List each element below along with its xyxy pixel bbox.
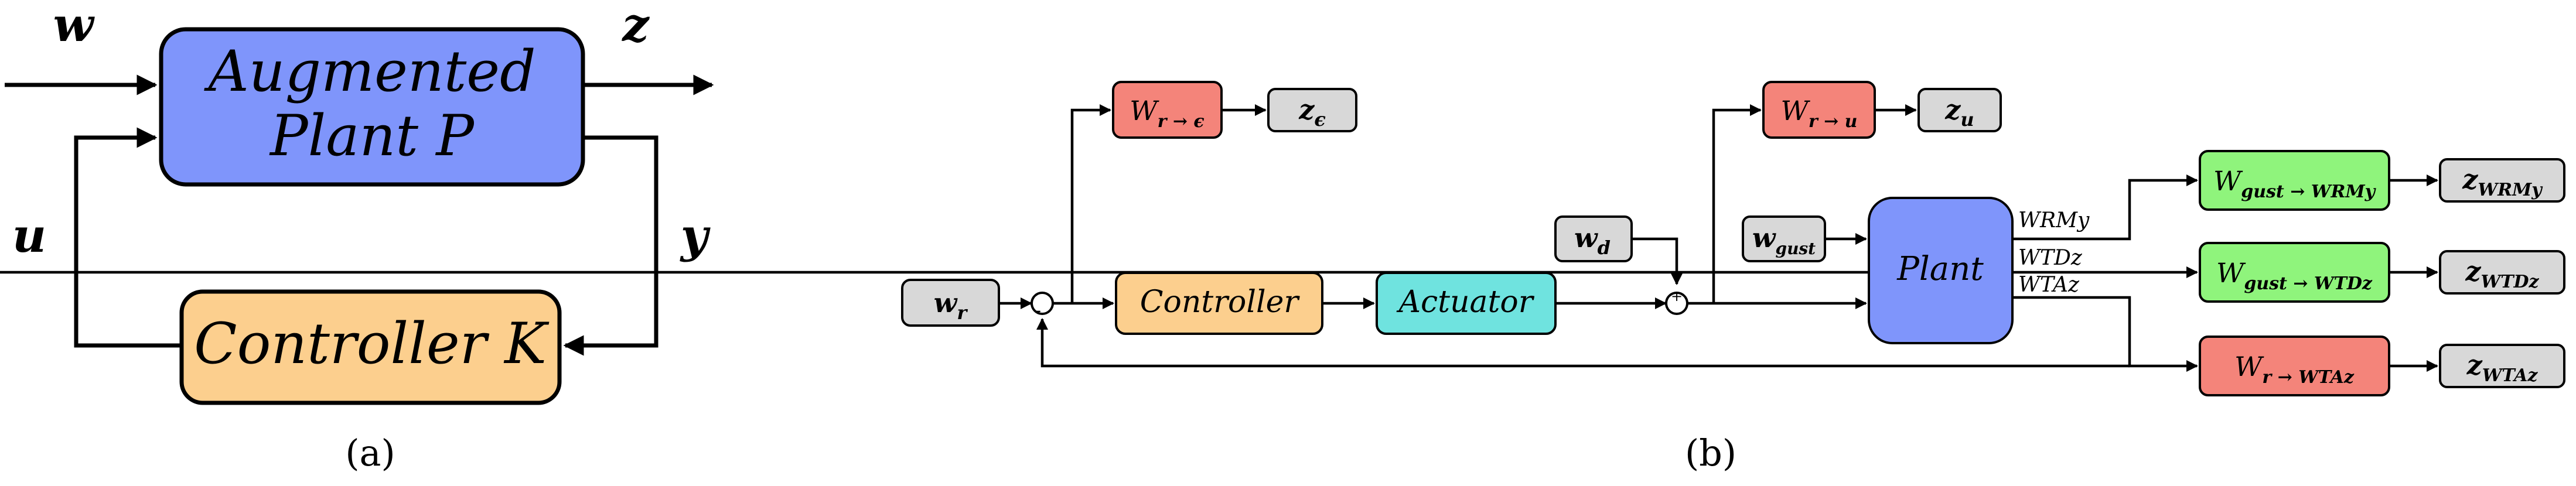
caption-a: (a): [345, 432, 395, 474]
output-z-wtaz-box: [2439, 344, 2565, 388]
weight-gust-to-wrmy-label: Wgust → WRMy: [2213, 165, 2377, 202]
sum-junction-2: [1665, 292, 1688, 315]
weight-gust-to-wtdz-label: Wgust → WTDz: [2216, 257, 2373, 294]
output-z-wtdz-box: [2439, 250, 2565, 295]
signal-y: y: [680, 208, 711, 263]
signal-z: z: [621, 0, 650, 52]
output-z-u-box: [1918, 88, 2002, 132]
arrow-u: [74, 127, 182, 348]
weight-r-to-wtaz-label: Wr → WTAz: [2234, 351, 2355, 388]
weight-r-to-eps-box: [1112, 81, 1223, 139]
connections: [0, 104, 2439, 372]
signal-u: u: [12, 208, 46, 263]
signal-w: w: [53, 0, 95, 52]
plant-output-wrmy: WRMy: [2018, 208, 2090, 232]
weight-r-to-eps-label: Wr → ϵ: [1130, 95, 1204, 132]
input-wr-box: [901, 279, 1000, 327]
sum-junction-1: [1031, 292, 1054, 315]
weight-r-to-u-label: Wr → u: [1781, 95, 1858, 132]
panel-b: wr - Wr → ϵ zϵ Controller Actuator wd + …: [0, 81, 2565, 474]
input-wd-box: [1554, 215, 1633, 262]
plant-output-wtaz: WTAz: [2018, 273, 2080, 297]
actuator-label: Actuator: [1396, 285, 1534, 320]
sum2-sign: +: [1671, 288, 1683, 304]
output-z-wrmy-label: zWRMy: [2462, 163, 2543, 200]
output-z-eps-label: zϵ: [1298, 94, 1326, 131]
actuator-box: [1376, 272, 1557, 335]
controller-box: [1115, 272, 1323, 335]
weight-r-to-u-box: [1762, 81, 1876, 139]
caption-b: (b): [1685, 432, 1736, 474]
controller-label: Controller: [1140, 285, 1301, 320]
weight-gust-to-wrmy-box: [2199, 150, 2390, 211]
output-z-wtdz-label: zWTDz: [2465, 255, 2539, 292]
output-z-u-label: zu: [1944, 94, 1974, 131]
weight-gust-to-wtdz-box: [2199, 242, 2390, 303]
output-z-wtaz-label: zWTAz: [2466, 349, 2539, 386]
plant-output-wtdz: WTDz: [2018, 246, 2083, 270]
controller-k-label: Controller K: [194, 311, 550, 377]
output-z-wrmy-box: [2439, 158, 2565, 203]
plant-box: [1868, 197, 2014, 344]
input-wgust-box: [1742, 215, 1826, 262]
arrow-y: [563, 135, 658, 356]
plant-label: Plant: [1896, 250, 1984, 288]
input-wd-label: wd: [1574, 222, 1611, 259]
output-z-eps-box: [1267, 88, 1357, 132]
sum1-sign: -: [1035, 300, 1041, 321]
plant-label-line1: Augmented: [203, 39, 535, 104]
panel-a: Augmented Plant P Controller K w z y u (…: [5, 0, 714, 474]
input-wgust-label: wgust: [1752, 222, 1816, 258]
weight-r-to-wtaz-box: [2199, 336, 2390, 396]
input-wr-label: wr: [934, 287, 968, 324]
plant-label-line2: Plant P: [269, 103, 475, 169]
augmented-plant-box: [159, 27, 585, 187]
